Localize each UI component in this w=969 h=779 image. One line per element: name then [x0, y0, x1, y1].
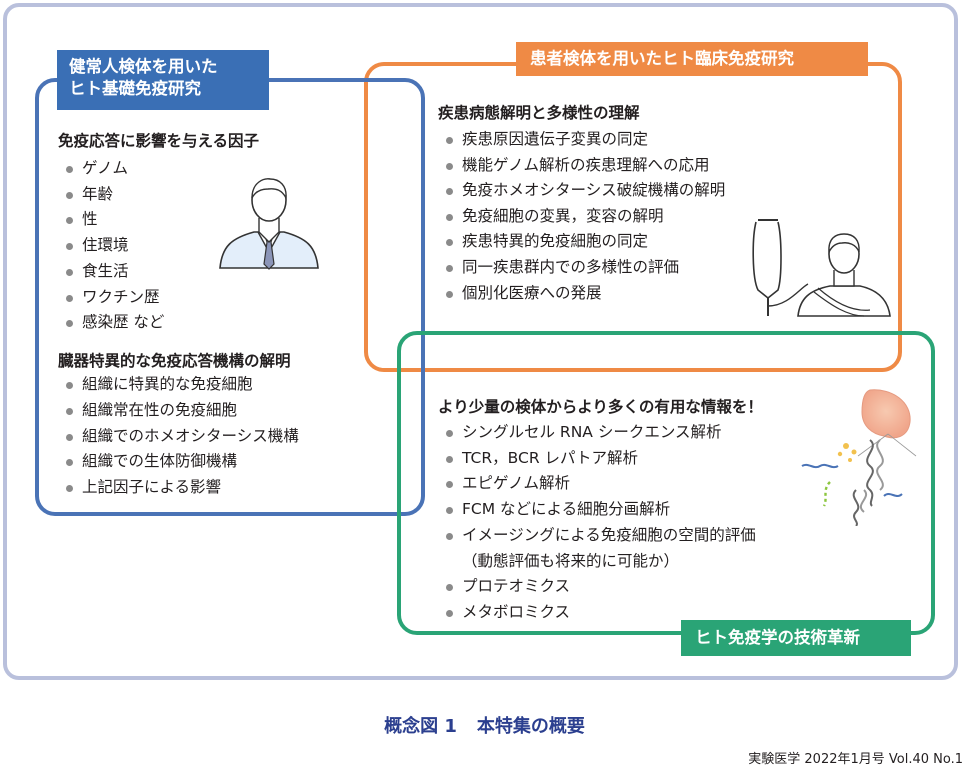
list-item: TCR，BCR レパトア解析	[442, 446, 756, 472]
figure-number: 概念図 1	[384, 716, 457, 737]
list-item: エピゲノム解析	[442, 471, 756, 497]
patient-with-iv-drip-icon	[752, 219, 891, 317]
disease-pathology-list: 疾患原因遺伝子変異の同定 機能ゲノム解析の疾患理解への応用 免疫ホメオシターシス…	[442, 127, 725, 306]
list-item: FCM などによる細胞分画解析	[442, 497, 756, 523]
list-item-continuation: （動態評価も将来的に可能か）	[462, 551, 680, 570]
disease-pathology-title: 疾患病態解明と多様性の理解	[438, 104, 640, 122]
technology-label: ヒト免疫学の技術革新	[681, 620, 911, 656]
organ-specific-title: 臓器特異的な免疫応答機構の解明	[58, 352, 291, 370]
list-item: 感染歴 など	[62, 310, 164, 336]
list-item: ワクチン歴	[62, 285, 164, 311]
list-item: 免疫ホメオシターシス破綻機構の解明	[442, 178, 725, 204]
list-item: メタボロミクス	[442, 600, 756, 626]
list-item: ゲノム	[62, 156, 164, 182]
list-item: イメージングによる免疫細胞の空間的評価	[442, 523, 756, 549]
list-item: 疾患原因遺伝子変異の同定	[442, 127, 725, 153]
healthy-person-icon	[219, 178, 319, 270]
list-item: シングルセル RNA シークエンス解析	[442, 420, 756, 446]
journal-footer: 実験医学 2022年1月号 Vol.40 No.1	[748, 752, 963, 767]
figure-caption: 概念図 1 本特集の概要	[0, 712, 969, 738]
list-item: 食生活	[62, 259, 164, 285]
cell-and-dna-icon	[801, 389, 917, 526]
list-item: 個別化医療への発展	[442, 281, 725, 307]
list-item: 性	[62, 207, 164, 233]
immune-factors-title: 免疫応答に影響を与える因子	[58, 132, 260, 150]
technology-box	[397, 331, 935, 635]
list-item: 免疫細胞の変異，変容の解明	[442, 204, 725, 230]
list-item: 年齢	[62, 182, 164, 208]
figure-title: 本特集の概要	[476, 716, 585, 737]
list-item: 組織常在性の免疫細胞	[62, 398, 299, 424]
list-item: 組織での生体防御機構	[62, 449, 299, 475]
organ-specific-list: 組織に特異的な免疫細胞 組織常在性の免疫細胞 組織でのホメオシターシス機構 組織…	[62, 372, 299, 501]
list-item: 上記因子による影響	[62, 475, 299, 501]
technology-list: シングルセル RNA シークエンス解析 TCR，BCR レパトア解析 エピゲノム…	[442, 420, 756, 626]
list-item: 組織に特異的な免疫細胞	[62, 372, 299, 398]
basic-research-label: 健常人検体を用いた ヒト基礎免疫研究	[57, 50, 269, 110]
basic-research-label-line1: 健常人検体を用いた	[69, 57, 218, 76]
technology-goal-title: より少量の検体からより多くの有用な情報を！	[438, 398, 763, 416]
list-item: プロテオミクス	[442, 574, 756, 600]
list-item: 機能ゲノム解析の疾患理解への応用	[442, 153, 725, 179]
list-item: 住環境	[62, 233, 164, 259]
outer-frame	[3, 3, 958, 680]
basic-research-label-line2: ヒト基礎免疫研究	[69, 79, 201, 98]
clinical-research-label: 患者検体を用いたヒト臨床免疫研究	[516, 42, 868, 76]
list-item: 同一疾患群内での多様性の評価	[442, 255, 725, 281]
list-item: 組織でのホメオシターシス機構	[62, 424, 299, 450]
immune-factors-list: ゲノム 年齢 性 住環境 食生活 ワクチン歴 感染歴 など	[62, 156, 164, 336]
list-item: 疾患特異的免疫細胞の同定	[442, 229, 725, 255]
